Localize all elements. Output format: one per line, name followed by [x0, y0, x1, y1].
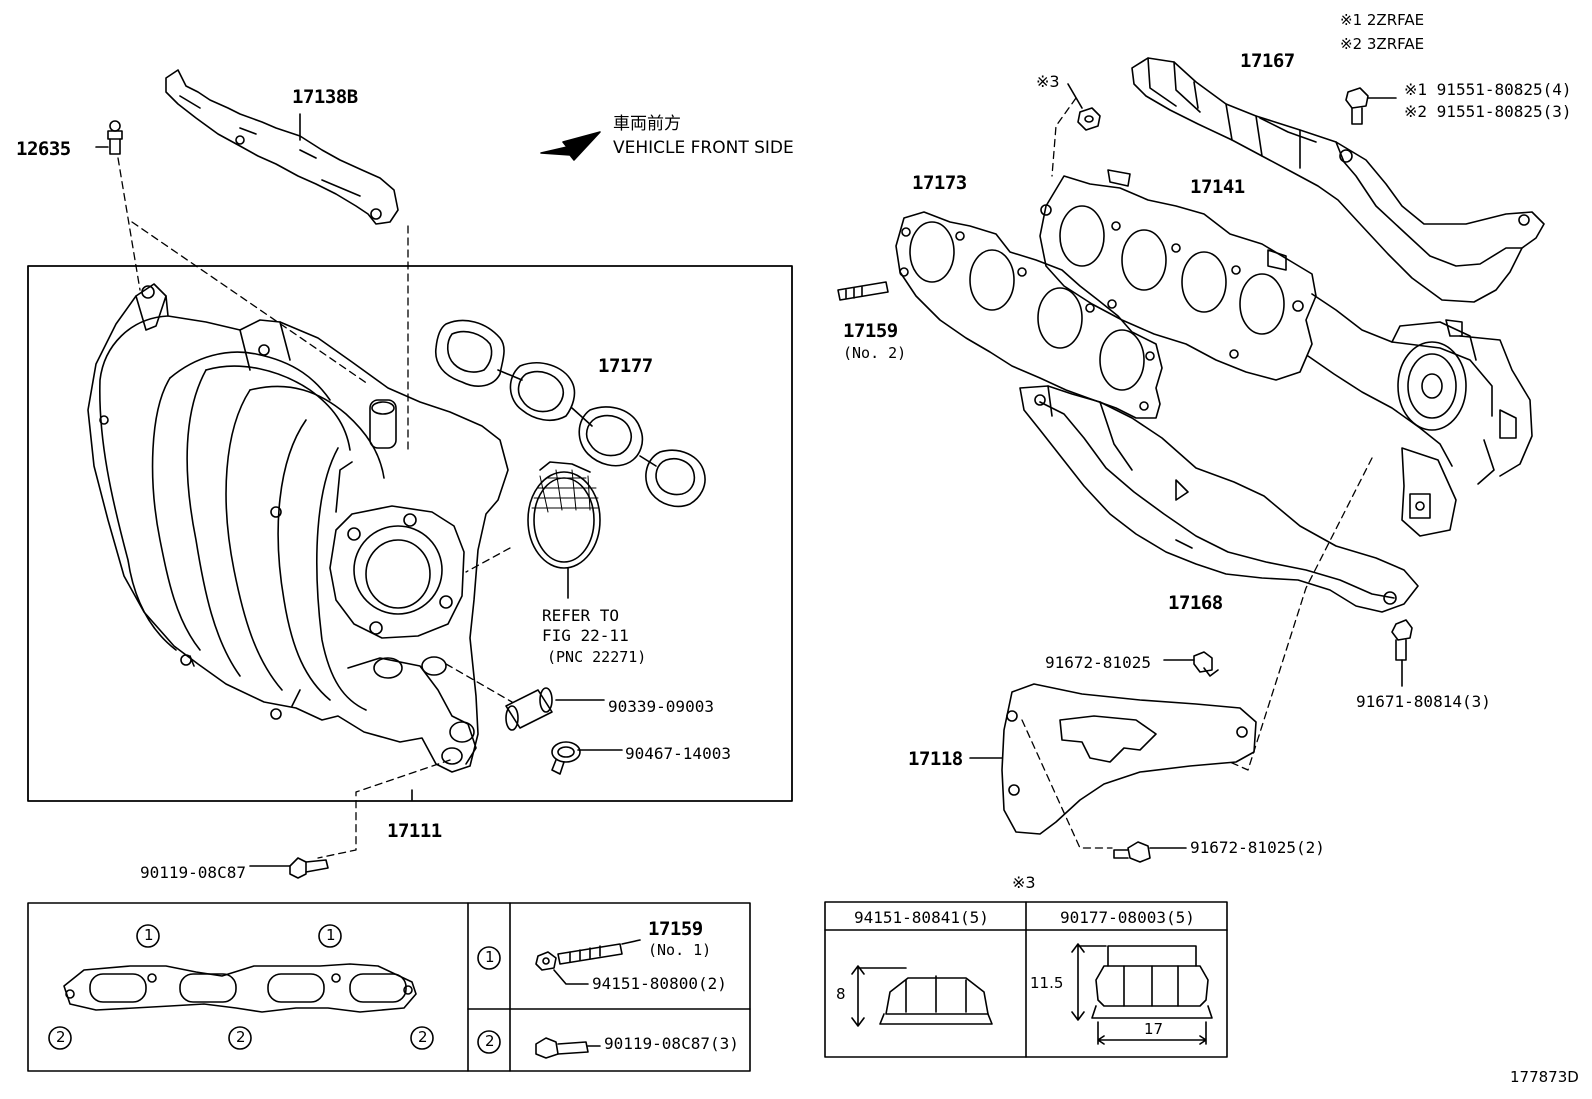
- label-91671-80814: 91671-80814(3): [1356, 692, 1491, 711]
- label-17168: 17168: [1168, 592, 1223, 614]
- gasket-17173: [895, 211, 1163, 419]
- callout-2-b: 2: [236, 1028, 246, 1046]
- gasket-detail-table: [27, 902, 751, 1072]
- stud-bolt-icon: [95, 120, 123, 155]
- label-91551-80825-4: ※1 91551-80825(4): [1404, 80, 1572, 99]
- hex-nut-icon: [1067, 83, 1101, 131]
- vehicle-front-jp: 車両前方: [613, 114, 681, 134]
- label-90119-08c87-3: 90119-08C87(3): [604, 1034, 739, 1053]
- refer-line-3: (PNC 22271): [547, 648, 647, 666]
- label-17167: 17167: [1240, 50, 1295, 72]
- nut-table-header-2: 90177-08003(5): [1060, 908, 1195, 927]
- label-17159-no1-sub: (No. 1): [648, 941, 712, 959]
- heat-insulator-17167: [1131, 57, 1545, 303]
- label-17118: 17118: [908, 748, 963, 770]
- flange-bolt-icon: [1345, 87, 1397, 125]
- dim-height-8: 8: [836, 985, 846, 1003]
- nut-table-header-1: 94151-80841(5): [854, 908, 989, 927]
- label-94151-80800: 94151-80800(2): [592, 974, 727, 993]
- label-17141: 17141: [1190, 176, 1245, 198]
- callout-1-a: 1: [144, 926, 154, 944]
- hose-clamp-icon: [551, 741, 623, 775]
- intake-manifold-body: [87, 283, 509, 773]
- gasket-17138b: [165, 69, 399, 225]
- label-12635: 12635: [16, 138, 71, 160]
- label-91551-80825-3: ※2 91551-80825(3): [1404, 102, 1572, 121]
- mark-ref-3-nut: ※3: [1036, 72, 1060, 91]
- callout-2-c: 2: [418, 1028, 428, 1046]
- label-17177: 17177: [598, 355, 653, 377]
- label-17159-no1: 17159: [648, 918, 703, 940]
- arrow-left-icon: [540, 131, 601, 161]
- note-3zrfae: ※2 3ZRFAE: [1340, 35, 1425, 53]
- label-91672-81025-2: 91672-81025(2): [1190, 838, 1325, 857]
- flange-bolt-icon: [1113, 841, 1187, 863]
- callout-1-c: 1: [485, 948, 495, 966]
- stud-bolt-icon: [837, 281, 889, 301]
- nut-spec-table: [824, 901, 1228, 1058]
- dim-height-11-5: 11.5: [1030, 974, 1064, 992]
- callout-2-d: 2: [485, 1032, 495, 1050]
- vehicle-front-en: VEHICLE FRONT SIDE: [613, 138, 794, 158]
- label-91672-81025: 91672-81025: [1045, 653, 1151, 672]
- label-17159-no2: 17159: [843, 320, 898, 342]
- refer-line-2: FIG 22-11: [542, 626, 629, 645]
- label-17138b: 17138B: [292, 86, 358, 108]
- flange-bolt-icon: [1391, 619, 1413, 687]
- note-2zrfae: ※1 2ZRFAE: [1340, 11, 1425, 29]
- mark-ref-3-table: ※3: [1012, 873, 1036, 892]
- exhaust-manifold-17141: [1039, 169, 1533, 537]
- heat-insulator-17168: [1019, 385, 1419, 613]
- refer-line-1: REFER TO: [542, 606, 620, 625]
- label-90119-08c87: 90119-08C87: [140, 863, 246, 882]
- label-90467-14003: 90467-14003: [625, 744, 731, 763]
- callout-2-a: 2: [56, 1028, 66, 1046]
- label-17159-no2-sub: (No. 2): [843, 344, 907, 362]
- mesh-screen: [527, 461, 601, 599]
- bracket-17118: [969, 683, 1257, 835]
- flange-bolt-icon: [249, 857, 329, 879]
- hose-90339: [505, 687, 605, 731]
- flange-bolt-icon: [1163, 651, 1219, 677]
- label-90339-09003: 90339-09003: [608, 697, 714, 716]
- figure-id: 177873D: [1510, 1068, 1579, 1086]
- intake-manifold-frame: [27, 265, 793, 802]
- callout-1-b: 1: [326, 926, 336, 944]
- gasket-17177: [435, 319, 706, 508]
- dim-width-17: 17: [1144, 1020, 1164, 1038]
- label-17111: 17111: [387, 820, 442, 842]
- label-17173: 17173: [912, 172, 967, 194]
